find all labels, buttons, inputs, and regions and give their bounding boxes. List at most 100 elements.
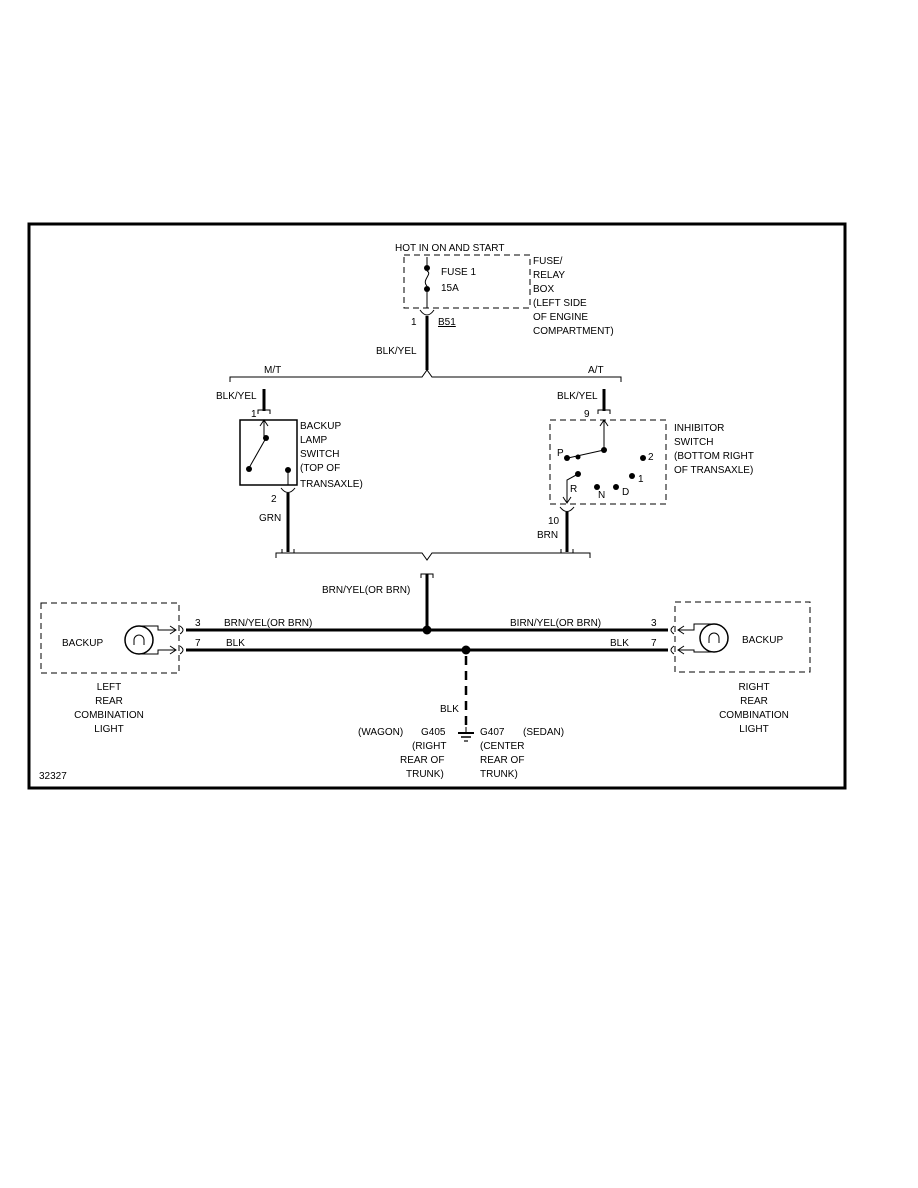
fuse-box-label-2: RELAY [533, 270, 565, 281]
left-lamp-wire-ground-label: BLK [226, 638, 245, 649]
connector-inhibitor-pin-9-icon [597, 409, 611, 414]
left-lamp-caption-4: LIGHT [94, 724, 123, 735]
inhibitor-contact-1 [629, 473, 635, 479]
inhibitor-pin-in-label: 9 [584, 409, 590, 420]
ground-symbol-icon [458, 727, 474, 742]
fuse-box-label-4: (LEFT SIDE [533, 298, 587, 309]
backup-switch-label-1: BACKUP [300, 421, 341, 432]
inhibitor-contact-p [564, 455, 570, 461]
ground-g407-location-2: REAR OF [480, 755, 524, 766]
inhibitor-pin-out-label: 10 [548, 516, 560, 527]
connector-inhibitor-pin-10-icon [559, 506, 575, 512]
left-lamp-caption-3: COMBINATION [74, 710, 144, 721]
backup-switch-pin-in-label: 1 [251, 409, 257, 420]
inhibitor-position-1: 1 [638, 474, 644, 485]
right-lamp-caption-3: COMBINATION [719, 710, 789, 721]
connector-backup-switch-pin-2-icon [280, 487, 296, 493]
connector-junction-icon [420, 573, 434, 578]
fuse-name-label: FUSE 1 [441, 267, 476, 278]
left-lamp-caption-2: REAR [95, 696, 123, 707]
inhibitor-wire-in-label: BLK/YEL [557, 391, 598, 402]
fuse-box-label-6: COMPARTMENT) [533, 326, 614, 337]
left-rear-combination-light-box [40, 602, 180, 674]
ground-wire-label: BLK [440, 704, 459, 715]
feed-splice [422, 625, 432, 635]
backup-switch-pin-out-label: 2 [271, 494, 277, 505]
ground-splice [461, 645, 471, 655]
inhibitor-label-4: OF TRANSAXLE) [674, 465, 753, 476]
left-lamp-label: BACKUP [62, 638, 103, 649]
fuse-box-label-1: FUSE/ [533, 256, 563, 267]
backup-switch-blade-icon [248, 437, 267, 469]
ground-g407-location-3: TRUNK) [480, 769, 518, 780]
fuse-relay-box [403, 254, 531, 309]
backup-switch-wire-in-label: BLK/YEL [216, 391, 257, 402]
inhibitor-label-2: SWITCH [674, 437, 713, 448]
left-lamp-pin-3-connector-icon [169, 625, 184, 635]
fuse-terminal-top [424, 265, 430, 271]
hot-in-on-and-start-label: HOT IN ON AND START [395, 243, 504, 254]
fuse-terminal-bottom [424, 286, 430, 292]
backup-switch-contact-bottom [285, 467, 291, 473]
ground-wagon-label: (WAGON) [358, 727, 403, 738]
mt-option-label: M/T [264, 365, 281, 376]
inhibitor-contact-2 [640, 455, 646, 461]
ground-g405-location-2: REAR OF [400, 755, 444, 766]
fuse-box-label-3: BOX [533, 284, 554, 295]
right-lamp-pin-ground-label: 7 [651, 638, 657, 649]
ground-g405-location-1: (RIGHT [412, 741, 446, 752]
connector-b51-label: B51 [438, 317, 456, 328]
right-lamp-caption-1: RIGHT [738, 682, 769, 693]
left-lamp-wire-feed-label: BRN/YEL(OR BRN) [224, 618, 312, 629]
wire-main-label: BLK/YEL [376, 346, 417, 357]
inhibitor-contact-d [613, 484, 619, 490]
fuse-1-icon [424, 270, 430, 287]
connector-b51-icon [419, 309, 435, 316]
inhibitor-position-2: 2 [648, 452, 654, 463]
backup-switch-wire-out-label: GRN [259, 513, 281, 524]
inhibitor-selector-blade-icon [567, 449, 605, 459]
right-lamp-pin-feed-label: 3 [651, 618, 657, 629]
transmission-option-bus [229, 369, 622, 382]
left-lamp-pin-feed-label: 3 [195, 618, 201, 629]
ground-g405-label: G405 [421, 727, 446, 738]
fuse-box-label-5: OF ENGINE [533, 312, 588, 323]
backup-switch-label-2: LAMP [300, 435, 328, 446]
junction-wire-label: BRN/YEL(OR BRN) [322, 585, 410, 596]
switch-output-merge-bus [275, 552, 591, 561]
ground-g407-location-1: (CENTER [480, 741, 524, 752]
inhibitor-position-r: R [570, 484, 577, 495]
inhibitor-label-1: INHIBITOR [674, 423, 724, 434]
inhibitor-position-p: P [557, 448, 564, 459]
at-option-label: A/T [588, 365, 604, 376]
backup-switch-pivot [246, 466, 252, 472]
right-lamp-label: BACKUP [742, 635, 783, 646]
inhibitor-label-3: (BOTTOM RIGHT [674, 451, 754, 462]
diagram-frame [27, 222, 847, 790]
connector-backup-switch-pin-1-icon [257, 409, 271, 414]
fuse-rating-label: 15A [441, 283, 459, 294]
fuse-pin-label: 1 [411, 317, 417, 328]
right-lamp-pin-3-connector-icon [670, 625, 685, 635]
backup-switch-label-5: TRANSAXLE) [300, 479, 363, 490]
inhibitor-position-n: N [598, 490, 605, 501]
right-lamp-wire-feed-label: BIRN/YEL(OR BRN) [510, 618, 601, 629]
backup-switch-label-3: SWITCH [300, 449, 339, 460]
right-rear-combination-light-box [674, 601, 811, 673]
left-lamp-pin-7-connector-icon [169, 645, 184, 655]
inhibitor-contact-p-alt [575, 454, 581, 460]
left-lamp-pin-ground-label: 7 [195, 638, 201, 649]
ground-g407-label: G407 [480, 727, 505, 738]
backup-switch-label-4: (TOP OF [300, 463, 340, 474]
right-backup-bulb-icon [699, 623, 729, 653]
ground-sedan-label: (SEDAN) [523, 727, 564, 738]
left-lamp-caption-1: LEFT [97, 682, 121, 693]
figure-id: 32327 [39, 771, 67, 782]
ground-g405-location-3: TRUNK) [406, 769, 444, 780]
backup-lamp-switch-box [239, 419, 298, 486]
inhibitor-wire-out-label: BRN [537, 530, 558, 541]
inhibitor-contact-n [594, 484, 600, 490]
inhibitor-position-d: D [622, 487, 629, 498]
left-backup-bulb-icon [124, 625, 154, 655]
